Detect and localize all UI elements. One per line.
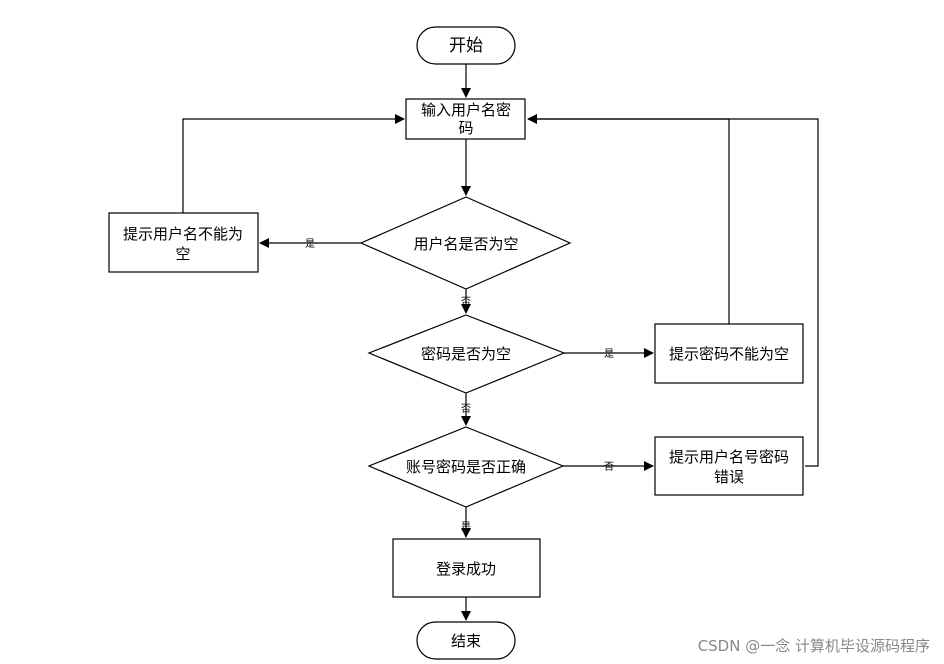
edge-password-prompt-to-input xyxy=(527,114,730,324)
username-check-label: 用户名是否为空 xyxy=(413,235,518,253)
password-empty-label: 提示密码不能为空 xyxy=(669,345,789,363)
login-success-box xyxy=(392,538,541,598)
credentials-check-label: 账号密码是否正确 xyxy=(406,458,526,476)
credentials-check-diamond xyxy=(367,426,565,508)
credentials-error-box xyxy=(654,436,804,496)
input-label-line1: 输入用户名密 xyxy=(421,101,511,119)
edge-label-username-yes: 是 xyxy=(305,238,315,250)
edge-label-password-no: 否 xyxy=(461,403,471,415)
password-check-diamond xyxy=(367,314,566,394)
start-label: 开始 xyxy=(449,36,483,56)
credentials-error-label-line1: 提示用户名号密码 xyxy=(669,448,789,466)
edge-label-password-yes: 是 xyxy=(604,348,614,360)
edge-credentials-error-to-input xyxy=(528,118,819,467)
edge-label-username-no: 否 xyxy=(461,296,471,308)
input-credentials-box xyxy=(405,98,526,140)
credentials-error-label-line2: 错误 xyxy=(714,468,744,486)
start-terminal xyxy=(416,26,516,65)
edge-label-credentials-no: 否 xyxy=(604,461,614,473)
end-label: 结束 xyxy=(451,632,481,650)
watermark-text: CSDN @一念 计算机毕设源码程序 xyxy=(697,637,930,655)
username-empty-label-line2: 空 xyxy=(175,245,190,263)
edge-label-credentials-yes: 是 xyxy=(461,521,471,533)
password-check-label: 密码是否为空 xyxy=(421,345,511,363)
username-empty-label-line1: 提示用户名不能为 xyxy=(123,225,243,243)
input-label-line2: 码 xyxy=(458,119,473,137)
edge-username-prompt-to-input xyxy=(182,114,405,213)
password-empty-box xyxy=(654,323,804,384)
username-empty-box xyxy=(108,212,259,273)
end-terminal xyxy=(416,621,516,660)
username-check-diamond xyxy=(359,196,572,290)
login-success-label: 登录成功 xyxy=(436,560,496,578)
